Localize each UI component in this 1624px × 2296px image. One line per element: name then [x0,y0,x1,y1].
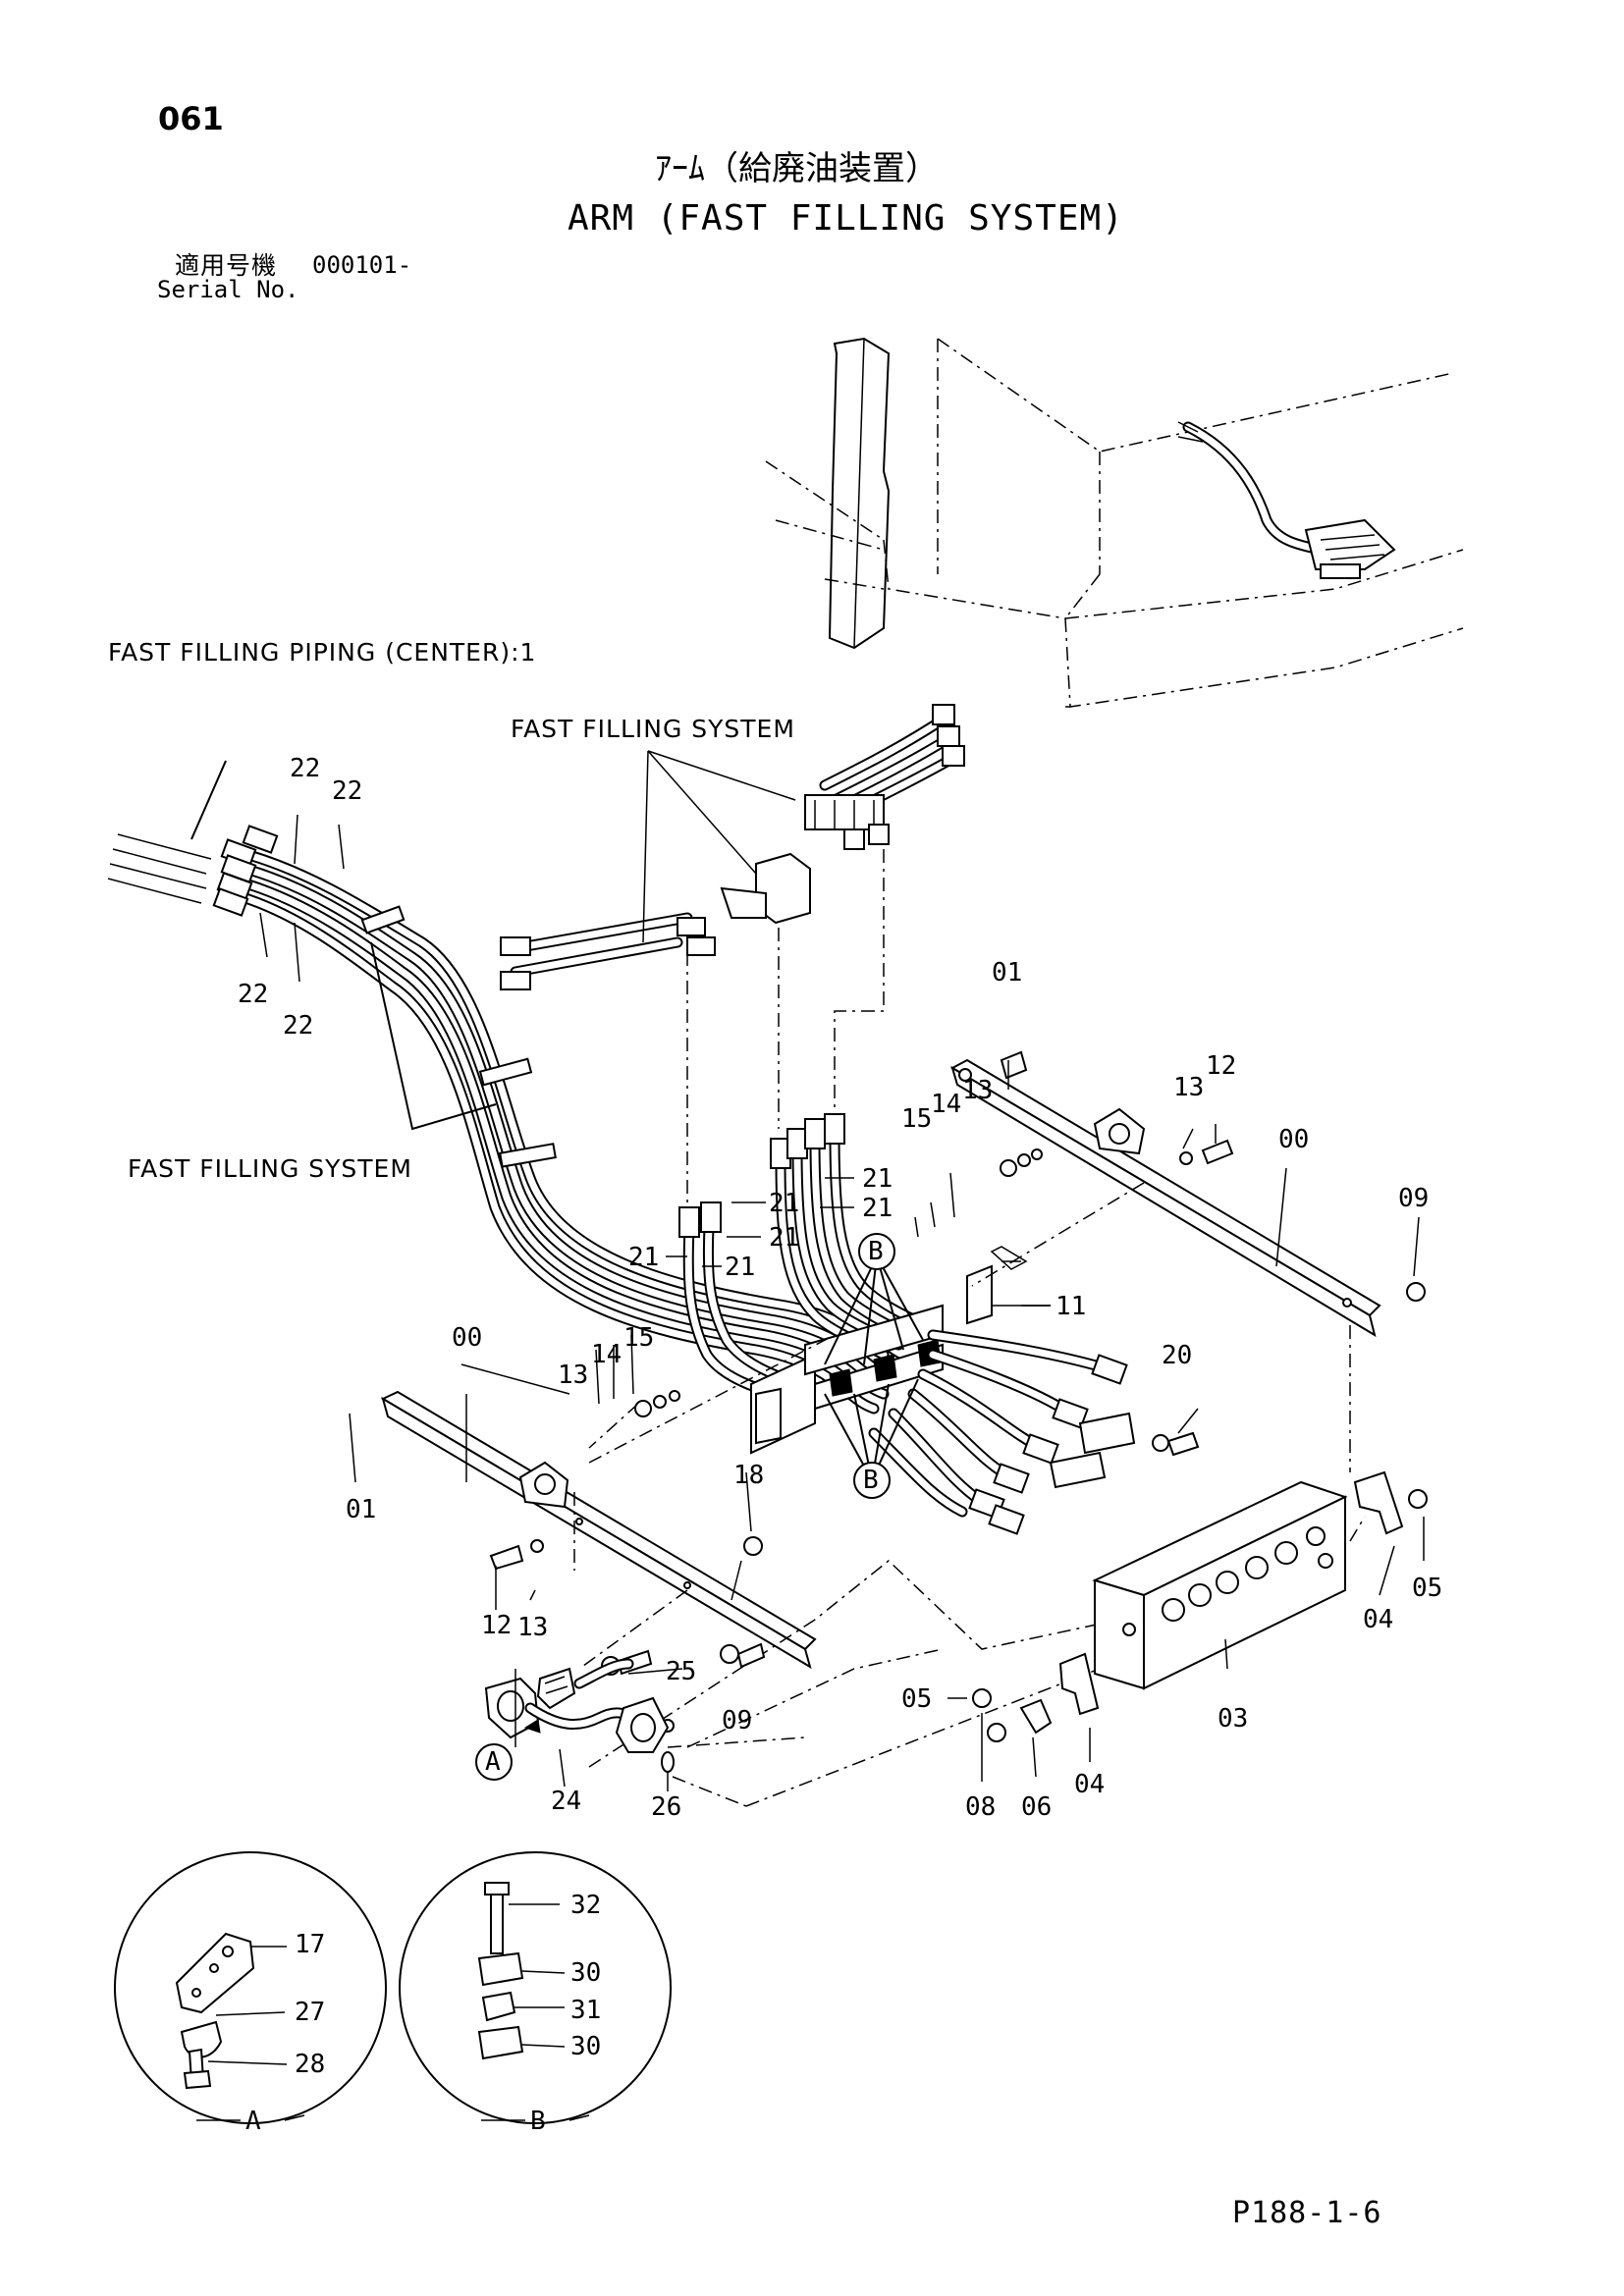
serial-label-japanese: 適用号機 [175,251,278,280]
caption-fast-filling-system-top: FAST FILLING SYSTEM [511,715,795,743]
part-number-04: 04 [1363,1605,1394,1634]
part-number-05: 05 [1412,1574,1443,1603]
footer-reference: P188-1-6 [1232,2196,1382,2230]
part-number-15: 15 [623,1323,655,1353]
part-number-06: 06 [1021,1792,1053,1822]
part-number-09: 09 [722,1706,753,1735]
callout-a-marker [475,1743,513,1781]
part-number-31: 31 [570,1996,602,2025]
part-number-01: 01 [346,1495,377,1524]
part-number-08: 08 [965,1792,997,1822]
part-number-27: 27 [295,1998,326,2027]
title-japanese: ｱｰﾑ（給廃油装置） [655,149,939,188]
part-number-12: 12 [481,1611,513,1640]
part-number-13: 13 [1173,1073,1205,1102]
part-number-14: 14 [591,1340,623,1369]
part-number-00: 00 [452,1323,483,1353]
part-number-21: 21 [862,1194,893,1223]
part-number-12: 12 [1206,1051,1237,1081]
leader-lines [259,814,1425,1791]
part-number-26: 26 [651,1792,682,1822]
top-fittings [500,704,965,1207]
part-number-01: 01 [992,958,1023,988]
title-english: ARM (FAST FILLING SYSTEM) [568,198,1124,239]
part-number-30: 30 [570,2032,602,2061]
part-number-22: 22 [332,776,363,806]
part-number-20: 20 [1162,1341,1193,1370]
control-box [1019,1470,1404,1735]
callout-a: A [485,1747,501,1777]
clamp-block-assembly [750,1255,1136,1535]
part-number-14: 14 [931,1090,962,1119]
part-number-21: 21 [862,1164,893,1194]
serial-label-english: Serial No. [157,276,299,303]
caption-fast-filling-system-left: FAST FILLING SYSTEM [128,1154,412,1183]
part-number-09: 09 [1398,1184,1430,1213]
part-number-11: 11 [1056,1292,1087,1321]
callout-b-top-marker [858,1233,895,1270]
left-bar [380,1334,1120,1807]
page-number: 061 [158,100,224,137]
detail-b-label: B [530,2107,546,2136]
detail-label-ticks [196,2114,590,2121]
part-number-05: 05 [901,1684,933,1714]
right-bar [949,1050,1381,1472]
part-number-28: 28 [295,2050,326,2079]
part-number-15: 15 [901,1104,933,1134]
part-number-00: 00 [1278,1125,1310,1154]
part-number-17: 17 [295,1930,326,1959]
detail-circles [114,1233,895,2124]
part-number-22: 22 [290,754,321,783]
caption-fast-filling-piping-center: FAST FILLING PIPING (CENTER):1 [108,638,537,667]
part-number-21: 21 [725,1253,756,1282]
serial-number-range: 000101- [312,251,412,279]
callout-b-bottom: B [863,1466,879,1495]
part-number-22: 22 [238,980,269,1009]
part-number-32: 32 [570,1891,602,1920]
part-number-13: 13 [517,1613,549,1642]
callout-b-top: B [868,1237,884,1266]
part-number-25: 25 [666,1657,697,1686]
part-number-30: 30 [570,1958,602,1988]
part-number-24: 24 [551,1787,582,1816]
part-number-22: 22 [283,1011,314,1041]
part-number-03: 03 [1218,1704,1249,1734]
part-number-13: 13 [962,1076,994,1105]
part-number-21: 21 [769,1189,800,1218]
part-number-13: 13 [558,1361,589,1390]
detail-a-label: A [245,2107,261,2136]
callout-b-bottom-marker [853,1462,891,1499]
part-number-04: 04 [1074,1770,1106,1799]
part-number-18: 18 [733,1461,765,1490]
pipe-assembly [484,1658,747,1807]
arm-body-outline [765,337,1464,708]
part-number-21: 21 [769,1223,800,1253]
part-number-21: 21 [628,1243,660,1272]
harness-assembly [1177,421,1396,579]
